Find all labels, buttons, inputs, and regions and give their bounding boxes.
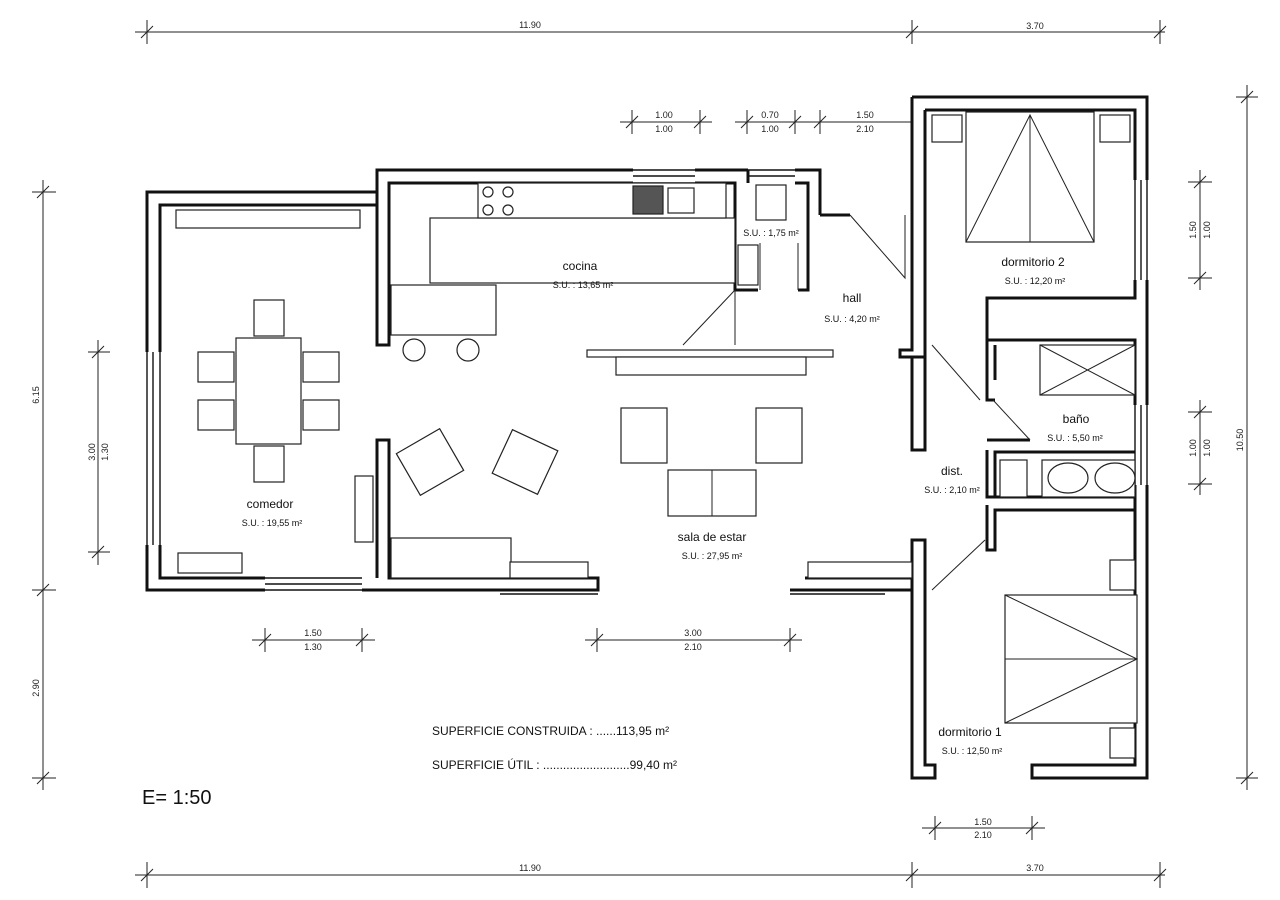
area-dormitorio2: S.U. : 12,20 m² bbox=[1005, 276, 1066, 286]
area-bano: S.U. : 5,50 m² bbox=[1047, 433, 1103, 443]
label-cocina: cocina bbox=[563, 259, 598, 273]
bathroom-small-furniture bbox=[737, 184, 787, 286]
dim-left-upper: 6.15 bbox=[31, 386, 41, 404]
dim-win-bottom-3a: 1.50 bbox=[974, 817, 992, 827]
area-cocina: S.U. : 13,65 m² bbox=[553, 280, 614, 290]
dim-bottom-total: 11.90 bbox=[519, 863, 541, 873]
summary: SUPERFICIE CONSTRUIDA : ......113,95 m² … bbox=[142, 724, 677, 809]
area-comedor: S.U. : 19,55 m² bbox=[242, 518, 303, 528]
superficie-construida: SUPERFICIE CONSTRUIDA : ......113,95 m² bbox=[432, 724, 669, 738]
scale-label: E= 1:50 bbox=[142, 787, 212, 809]
dimension-labels: 11.90 3.70 11.90 3.70 6.15 2.90 10.50 1.… bbox=[31, 20, 1245, 873]
dim-win-top-3a: 1.50 bbox=[856, 110, 874, 120]
label-dormitorio2: dormitorio 2 bbox=[1001, 255, 1065, 269]
dim-left-lower: 2.90 bbox=[31, 679, 41, 697]
doors bbox=[682, 214, 1031, 591]
dormitorio2-furniture bbox=[931, 111, 1131, 243]
label-bano: baño bbox=[1063, 412, 1090, 426]
dim-win-right-2b: 1.00 bbox=[1202, 439, 1212, 457]
dormitorio1-furniture bbox=[1004, 559, 1139, 759]
dim-win-left-b: 1.30 bbox=[100, 443, 110, 461]
dim-win-top-2a: 0.70 bbox=[761, 110, 779, 120]
dimension-lines bbox=[32, 20, 1258, 888]
sala-furniture bbox=[390, 349, 913, 579]
dim-top-right: 3.70 bbox=[1026, 21, 1044, 31]
dim-win-top-3b: 2.10 bbox=[856, 124, 874, 134]
area-sala: S.U. : 27,95 m² bbox=[682, 551, 743, 561]
label-comedor: comedor bbox=[247, 497, 294, 511]
area-bano-small: S.U. : 1,75 m² bbox=[743, 228, 799, 238]
label-sala: sala de estar bbox=[678, 530, 747, 544]
dim-win-bottom-3b: 2.10 bbox=[974, 830, 992, 840]
comedor-furniture bbox=[175, 209, 374, 574]
dim-bottom-right: 3.70 bbox=[1026, 863, 1044, 873]
cocina-furniture bbox=[390, 182, 736, 362]
dim-win-bottom-2b: 2.10 bbox=[684, 642, 702, 652]
dim-win-top-2b: 1.00 bbox=[761, 124, 779, 134]
label-dist: dist. bbox=[941, 464, 963, 478]
area-dist: S.U. : 2,10 m² bbox=[924, 485, 980, 495]
dim-right-total: 10.50 bbox=[1235, 429, 1245, 452]
area-hall: S.U. : 4,20 m² bbox=[824, 314, 880, 324]
label-dormitorio1: dormitorio 1 bbox=[938, 725, 1002, 739]
dim-win-bottom-1b: 1.30 bbox=[304, 642, 322, 652]
dim-win-bottom-2a: 3.00 bbox=[684, 628, 702, 638]
area-dormitorio1: S.U. : 12,50 m² bbox=[942, 746, 1003, 756]
dim-win-right-1b: 1.00 bbox=[1202, 221, 1212, 239]
dim-win-top-1b: 1.00 bbox=[655, 124, 673, 134]
bano-furniture bbox=[999, 344, 1136, 498]
dim-win-right-1a: 1.50 bbox=[1188, 221, 1198, 239]
label-hall: hall bbox=[843, 291, 862, 305]
room-labels: cocina S.U. : 13,65 m² S.U. : 1,75 m² ha… bbox=[242, 228, 1103, 756]
dim-win-top-1a: 1.00 bbox=[655, 110, 673, 120]
dim-win-bottom-1a: 1.50 bbox=[304, 628, 322, 638]
superficie-util: SUPERFICIE ÚTIL : ......................… bbox=[432, 757, 677, 772]
dim-win-left-a: 3.00 bbox=[87, 443, 97, 461]
dim-top-total: 11.90 bbox=[519, 20, 541, 30]
dim-win-right-2a: 1.00 bbox=[1188, 439, 1198, 457]
